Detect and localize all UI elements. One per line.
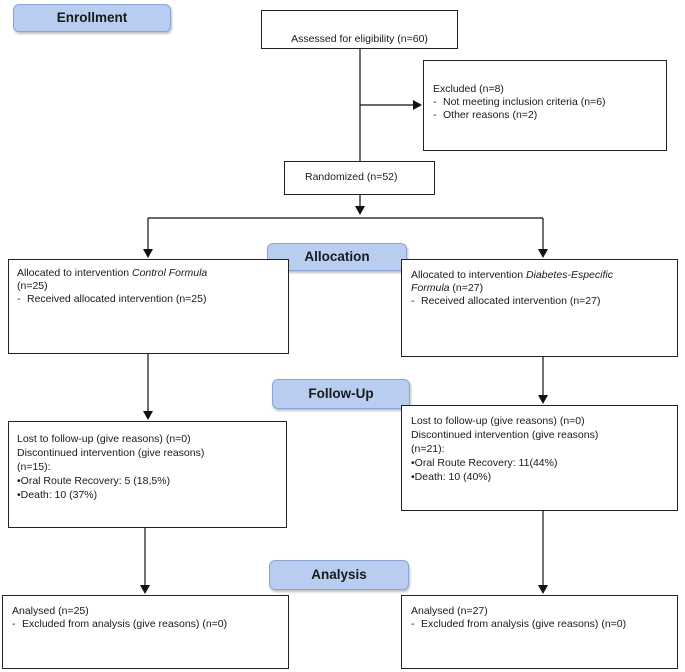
control-analysis-box: Analysed (n=25) -Excluded from analysis …	[2, 595, 289, 669]
diabetes-received: -Received allocated intervention (n=27)	[411, 295, 601, 307]
diabetes-alloc-n: Formula (n=27)	[411, 282, 484, 294]
excluded-title: Excluded (n=8)	[433, 83, 504, 95]
assessed-box: Assessed for eligibility (n=60)	[261, 10, 458, 49]
diabetes-lost: Lost to follow-up (give reasons) (n=0)	[411, 415, 585, 427]
diabetes-formula-name: Diabetes-Especific	[526, 269, 613, 281]
assessed-text: Assessed for eligibility (n=60)	[291, 33, 428, 45]
bullet-dash: -	[12, 618, 16, 630]
control-followup-box: Lost to follow-up (give reasons) (n=0) D…	[8, 421, 287, 528]
arrowhead-excluded	[413, 100, 422, 110]
control-formula-name: Control Formula	[132, 267, 208, 279]
stage-followup: Follow-Up	[272, 379, 410, 409]
arrowhead-right-analysis	[538, 585, 548, 594]
excluded-item: -Other reasons (n=2)	[433, 109, 538, 121]
diabetes-death: •Death: 10 (40%)	[411, 471, 492, 483]
control-alloc-n: (n=25)	[17, 280, 48, 292]
stage-enrollment: Enrollment	[13, 4, 171, 32]
excluded-box: Excluded (n=8) -Not meeting inclusion cr…	[423, 60, 667, 151]
arrowhead-right-alloc	[538, 249, 548, 258]
control-alloc-label: Allocated to intervention Control Formul…	[17, 267, 208, 279]
control-allocation-box: Allocated to intervention Control Formul…	[8, 259, 289, 354]
randomized-text: Randomized (n=52)	[305, 171, 398, 183]
stage-analysis: Analysis	[269, 560, 409, 590]
diabetes-excluded-analysis: -Excluded from analysis (give reasons) (…	[411, 618, 627, 630]
control-disc-n: (n=15):	[17, 461, 51, 473]
diabetes-followup-box: Lost to follow-up (give reasons) (n=0) D…	[401, 405, 678, 511]
randomized-box: Randomized (n=52)	[284, 161, 435, 195]
bullet-dash: -	[17, 293, 21, 305]
bullet-dash: -	[433, 109, 437, 121]
arrowhead-right-followup	[538, 395, 548, 404]
diabetes-analysed: Analysed (n=27)	[411, 605, 488, 617]
diabetes-disc-n: (n=21):	[411, 443, 445, 455]
control-received: -Received allocated intervention (n=25)	[17, 293, 207, 305]
arrowhead-left-alloc	[143, 249, 153, 258]
bullet-dash: -	[411, 295, 415, 307]
stage-allocation: Allocation	[267, 243, 407, 271]
arrowhead-left-analysis	[140, 585, 150, 594]
diabetes-alloc-label: Allocated to intervention Diabetes-Espec…	[411, 269, 613, 281]
diabetes-allocation-box: Allocated to intervention Diabetes-Espec…	[401, 259, 678, 357]
control-oral-recovery: •Oral Route Recovery: 5 (18,5%)	[17, 475, 171, 487]
control-lost: Lost to follow-up (give reasons) (n=0)	[17, 433, 191, 445]
control-discontinued: Discontinued intervention (give reasons)	[17, 447, 205, 459]
control-analysed: Analysed (n=25)	[12, 605, 89, 617]
control-excluded-analysis: -Excluded from analysis (give reasons) (…	[12, 618, 228, 630]
bullet-dash: -	[411, 618, 415, 630]
control-death: •Death: 10 (37%)	[17, 489, 98, 501]
diabetes-analysis-box: Analysed (n=27) -Excluded from analysis …	[401, 595, 678, 669]
diabetes-discontinued: Discontinued intervention (give reasons)	[411, 429, 599, 441]
arrowhead-randomized	[355, 206, 365, 215]
excluded-item: -Not meeting inclusion criteria (n=6)	[433, 96, 606, 108]
bullet-dash: -	[433, 96, 437, 108]
diabetes-oral-recovery: •Oral Route Recovery: 11(44%)	[411, 457, 558, 469]
arrowhead-left-followup	[143, 411, 153, 420]
